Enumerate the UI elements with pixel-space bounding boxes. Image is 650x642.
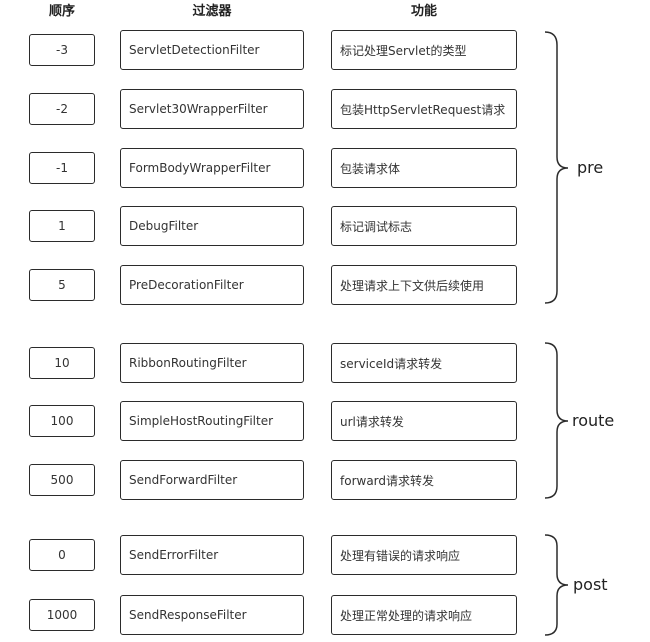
order-box: -2 (29, 93, 95, 125)
order-box: -1 (29, 152, 95, 184)
filter-box: ServletDetectionFilter (120, 30, 304, 70)
header-filter: 过滤器 (192, 4, 232, 19)
order-box: 100 (29, 405, 95, 437)
filter-box: FormBodyWrapperFilter (120, 148, 304, 188)
order-box: 1 (29, 210, 95, 242)
stage-label-route: route (572, 411, 615, 430)
header-function: 功能 (410, 4, 437, 19)
order-box: -3 (29, 34, 95, 66)
order-box: 5 (29, 269, 95, 301)
header-order: 顺序 (48, 4, 75, 19)
brace-route (544, 342, 569, 499)
function-box: 处理正常处理的请求响应 (331, 595, 517, 635)
function-box: 处理请求上下文供后续使用 (331, 265, 517, 305)
stage-label-pre: pre (577, 158, 604, 177)
order-box: 500 (29, 464, 95, 496)
filter-box: DebugFilter (120, 206, 304, 246)
function-box: 处理有错误的请求响应 (331, 535, 517, 575)
brace-post (544, 534, 569, 636)
filter-box: SendErrorFilter (120, 535, 304, 575)
brace-pre (544, 31, 569, 304)
order-box: 10 (29, 347, 95, 379)
filter-box: SimpleHostRoutingFilter (120, 401, 304, 441)
filter-box: Servlet30WrapperFilter (120, 89, 304, 129)
filter-box: PreDecorationFilter (120, 265, 304, 305)
order-box: 0 (29, 539, 95, 571)
function-box: 包装请求体 (331, 148, 517, 188)
function-box: 标记处理Servlet的类型 (331, 30, 517, 70)
order-box: 1000 (29, 599, 95, 631)
function-box: 标记调试标志 (331, 206, 517, 246)
function-box: url请求转发 (331, 401, 517, 441)
function-box: 包装HttpServletRequest请求 (331, 89, 517, 129)
function-box: serviceId请求转发 (331, 343, 517, 383)
filter-box: SendResponseFilter (120, 595, 304, 635)
stage-label-post: post (573, 575, 608, 594)
filter-box: RibbonRoutingFilter (120, 343, 304, 383)
function-box: forward请求转发 (331, 460, 517, 500)
filter-box: SendForwardFilter (120, 460, 304, 500)
